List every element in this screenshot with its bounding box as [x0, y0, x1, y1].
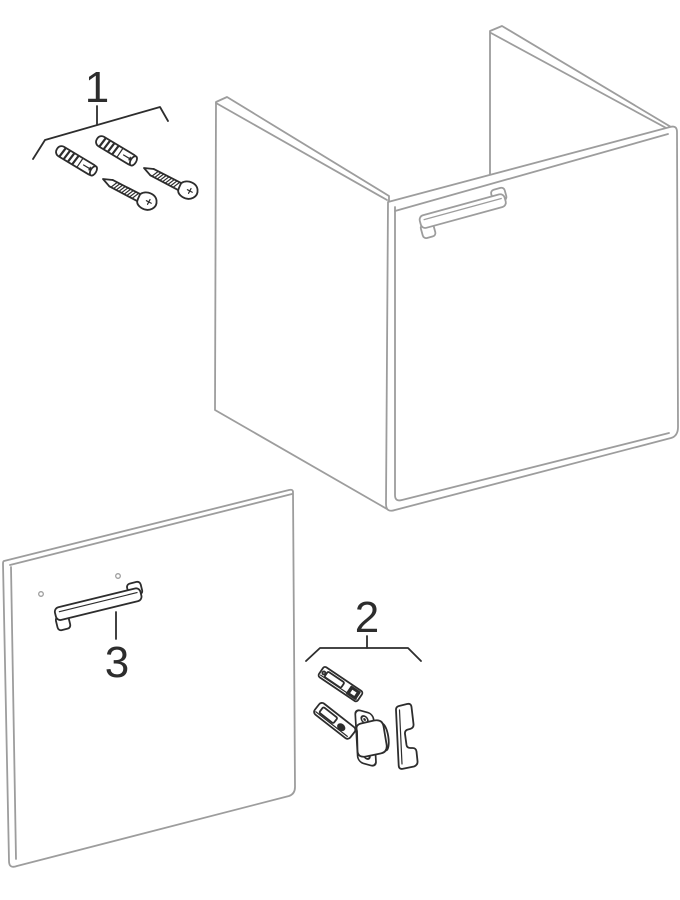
- handle-hole: [115, 573, 121, 579]
- handle-hole: [38, 591, 44, 597]
- hinge-icon: [313, 701, 390, 767]
- callout-label-3: 3: [105, 638, 129, 687]
- callout-label-1: 1: [85, 63, 109, 112]
- callout-label-2: 2: [355, 593, 379, 642]
- cover-cap-icon: [395, 702, 419, 770]
- callout-bracket-1: [32, 106, 169, 160]
- hinge-set-group: 2: [305, 593, 422, 770]
- fixing-set-group: 1: [32, 63, 202, 215]
- soft-close-damper-icon: [317, 666, 364, 703]
- callout-bracket-2: [305, 647, 422, 662]
- door-panel: [2, 488, 296, 868]
- door-group: 3: [2, 488, 296, 868]
- drawer-front: [385, 125, 679, 512]
- hinge-cup: [355, 719, 390, 758]
- cabinet-body: [214, 25, 679, 512]
- hinge-arm: [313, 701, 357, 740]
- screw-icon: [98, 169, 161, 215]
- wall-plug-icon: [93, 133, 140, 169]
- wall-plug-icon: [53, 143, 100, 179]
- left-side-panel: [214, 96, 390, 510]
